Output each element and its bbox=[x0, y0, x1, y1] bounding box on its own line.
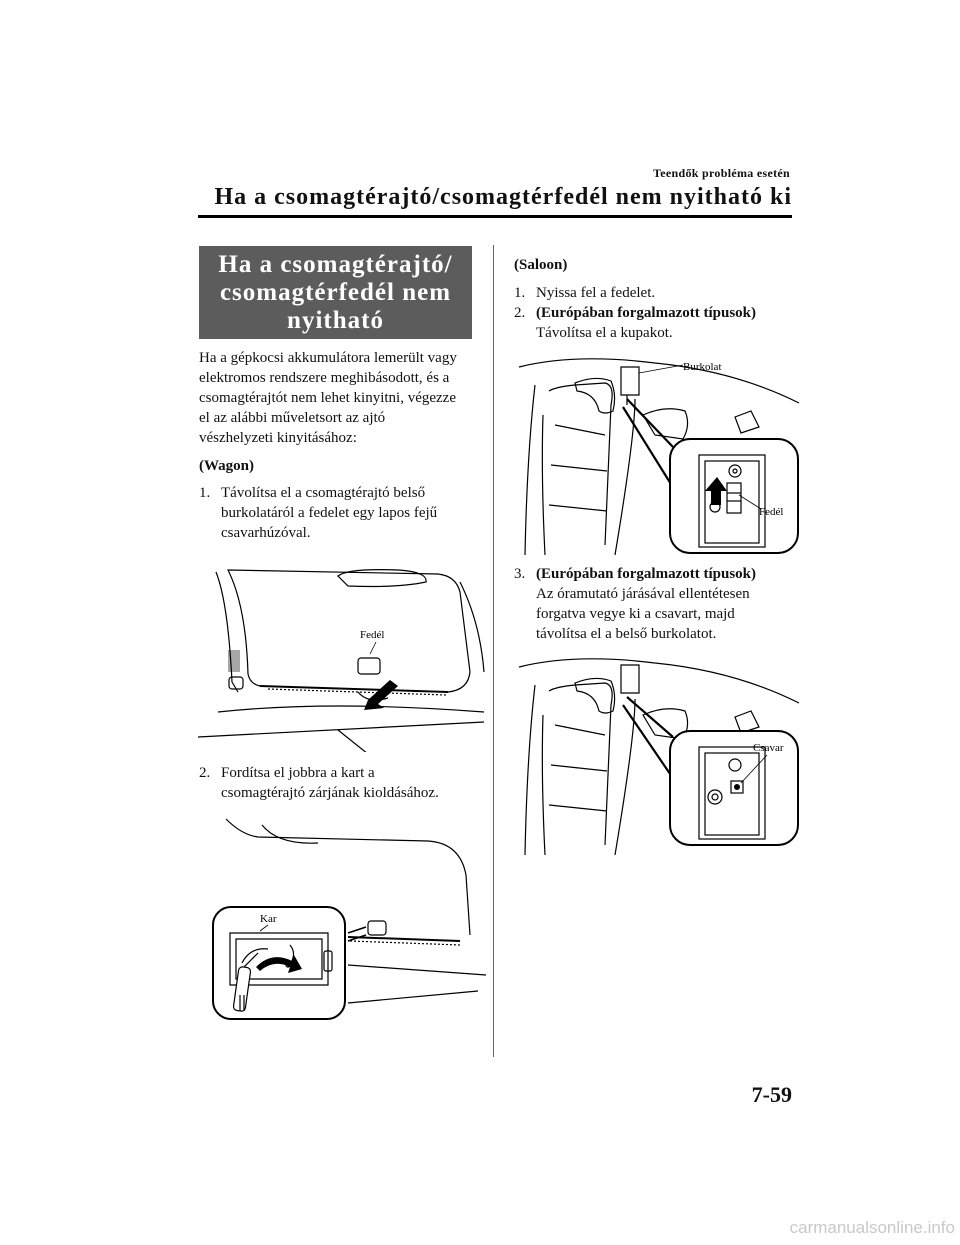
saloon-step-1: 1. Nyissa fel a fedelet. bbox=[514, 283, 799, 303]
step-number: 2. bbox=[199, 765, 211, 781]
fig-label-lid: Fedél bbox=[360, 629, 384, 641]
section-banner: Ha a csomagtérajtó/ csomagtérfedél nem n… bbox=[199, 246, 472, 339]
wagon-step-2: 2. Fordítsa el jobbra a kart a csomagtér… bbox=[199, 763, 484, 807]
step-text: Az óramutató járásával ellentétesen forg… bbox=[536, 586, 750, 642]
step-text: Távolítsa el a csomagtérajtó belső burko… bbox=[221, 485, 438, 541]
wagon-lever-figure: Kar bbox=[212, 818, 487, 1020]
fig-label-screw: Csavar bbox=[753, 742, 784, 754]
wagon-trim-figure: Fedél bbox=[198, 569, 485, 752]
saloon-cover-figure: Burkolat Fedél bbox=[518, 358, 800, 555]
step-number: 1. bbox=[514, 285, 526, 301]
column-divider bbox=[493, 245, 494, 1057]
page-number: 7-59 bbox=[751, 1082, 792, 1107]
intro-line: Ha a gépkocsi akkumulátora lemerült vagy bbox=[199, 350, 457, 366]
intro-line: csomagtérajtót nem lehet kinyitni, végez… bbox=[199, 390, 456, 406]
step-number: 1. bbox=[199, 485, 211, 501]
saloon-step-3: 3. (Európában forgalmazott típusok) Az ó… bbox=[514, 564, 799, 646]
saloon-screw-figure: Csavar bbox=[518, 658, 800, 855]
title-rule bbox=[198, 215, 792, 218]
wagon-heading: (Wagon) bbox=[199, 458, 255, 474]
intro-line: el az alábbi műveletsort az ajtó bbox=[199, 410, 386, 426]
fig-label-cover: Burkolat bbox=[683, 361, 722, 373]
section-title: Ha a csomagtérajtó/ csomagtérfedél nem n… bbox=[218, 250, 453, 334]
saloon-heading: (Saloon) bbox=[514, 257, 568, 273]
watermark: carmanualsonline.info bbox=[789, 1218, 955, 1237]
step-bold-text: (Európában forgalmazott típusok) bbox=[536, 305, 757, 321]
step-number: 3. bbox=[514, 566, 526, 582]
intro-line: elektromos rendszere meghibásodott, és a bbox=[199, 370, 450, 386]
step-bold-text: (Európában forgalmazott típusok) bbox=[536, 566, 757, 582]
intro-line: vészhelyzeti kinyitásához: bbox=[199, 430, 357, 446]
running-header: Teendők probléma esetén bbox=[653, 166, 790, 180]
fig-label-lever: Kar bbox=[260, 913, 277, 925]
page-title: Ha a csomagtérajtó/csomagtérfedél nem ny… bbox=[214, 184, 792, 210]
step-text: Nyissa fel a fedelet. bbox=[536, 285, 656, 301]
step-number: 2. bbox=[514, 305, 526, 321]
intro-paragraph: Ha a gépkocsi akkumulátora lemerült vagy… bbox=[199, 348, 484, 448]
fig-label-lid: Fedél bbox=[759, 506, 783, 518]
saloon-step-2: 2. (Európában forgalmazott típusok) Távo… bbox=[514, 303, 799, 345]
step-text: Fordítsa el jobbra a kart a csomagtérajt… bbox=[221, 765, 439, 801]
step-text: Távolítsa el a kupakot. bbox=[536, 325, 673, 341]
wagon-step-1: 1. Távolítsa el a csomagtérajtó belső bu… bbox=[199, 483, 484, 547]
